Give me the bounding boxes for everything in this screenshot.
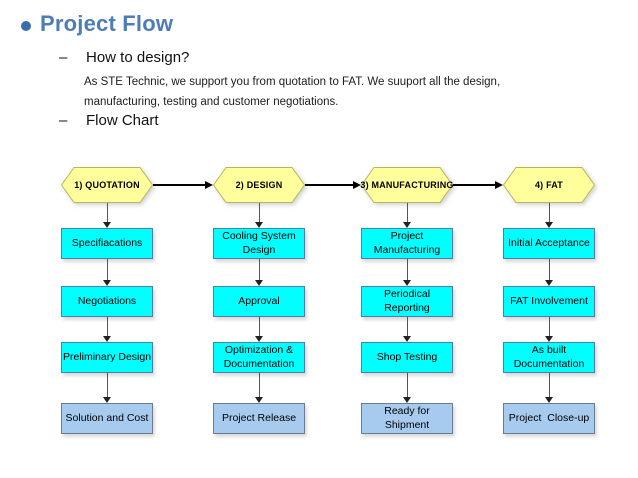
flow-final-box: Project Close-up (503, 403, 595, 434)
flow-connector-line (406, 373, 408, 398)
flow-connector-line (548, 259, 550, 281)
arrow-down-icon (255, 280, 263, 286)
arrow-down-icon (403, 336, 411, 342)
flow-stage-line (153, 184, 206, 186)
flow-connector-line (258, 203, 260, 223)
flow-final-box: Solution and Cost (61, 403, 153, 434)
flow-connector-line (258, 373, 260, 398)
flow-step-box: Approval (213, 286, 305, 317)
flow-step-box: Specifiacations (61, 228, 153, 259)
arrow-right-icon (495, 181, 503, 189)
title-bullet-icon (21, 21, 31, 31)
arrow-down-icon (545, 222, 553, 228)
flow-final-box: Project Release (213, 403, 305, 434)
flow-connector-line (406, 259, 408, 281)
flow-step-box: Initial Acceptance (503, 228, 595, 259)
flow-stage-label: 4) FAT (534, 180, 564, 190)
flow-stage-hex-1: 1) QUOTATION (61, 167, 153, 203)
arrow-down-icon (403, 397, 411, 403)
bullet-heading: How to design? (86, 49, 190, 66)
page-title: Project Flow (40, 11, 174, 36)
arrow-down-icon (255, 336, 263, 342)
flow-stage-line (453, 184, 496, 186)
flow-step-box: Negotiations (61, 286, 153, 317)
flow-connector-line (548, 317, 550, 337)
flow-connector-line (406, 317, 408, 337)
flow-step-box: Optimization & Documentation (213, 342, 305, 373)
flow-step-box: Periodical Reporting (361, 286, 453, 317)
arrow-down-icon (255, 397, 263, 403)
arrow-down-icon (103, 336, 111, 342)
flow-connector-line (548, 203, 550, 223)
arrow-down-icon (255, 222, 263, 228)
flow-connector-line (106, 203, 108, 223)
flow-stage-hex-3: 3) MANUFACTURING (360, 167, 454, 203)
arrow-down-icon (403, 222, 411, 228)
flow-step-box: FAT Involvement (503, 286, 595, 317)
flow-stage-label: 3) MANUFACTURING (360, 180, 454, 190)
flow-connector-line (106, 373, 108, 398)
flow-step-box: As built Documentation (503, 342, 595, 373)
flow-connector-line (548, 373, 550, 398)
arrow-down-icon (103, 280, 111, 286)
bullet-how-to-design: – How to design? (59, 49, 189, 66)
flow-step-box: Shop Testing (361, 342, 453, 373)
slide-title-row: Project Flow (21, 11, 173, 37)
arrow-down-icon (545, 397, 553, 403)
arrow-right-icon (205, 181, 213, 189)
bullet-flow-chart: – Flow Chart (59, 112, 159, 129)
arrow-down-icon (103, 397, 111, 403)
arrow-down-icon (545, 336, 553, 342)
arrow-down-icon (545, 280, 553, 286)
dash-marker: – (59, 112, 68, 129)
arrow-down-icon (103, 222, 111, 228)
flow-stage-label: 1) QUOTATION (74, 180, 140, 190)
flow-final-box: Ready for Shipment (361, 403, 453, 434)
flow-connector-line (258, 317, 260, 337)
flow-stage-label: 2) DESIGN (235, 180, 283, 190)
flow-connector-line (258, 259, 260, 281)
dash-marker: – (59, 49, 68, 66)
flow-stage-hex-2: 2) DESIGN (213, 167, 305, 203)
body-text: As STE Technic, we support you from quot… (84, 76, 501, 108)
flow-stage-line (305, 184, 354, 186)
arrow-right-icon (353, 181, 361, 189)
flow-connector-line (106, 317, 108, 337)
flow-step-box: Preliminary Design (61, 342, 153, 373)
flow-connector-line (106, 259, 108, 281)
flow-stage-hex-4: 4) FAT (503, 167, 595, 203)
bullet-heading: Flow Chart (86, 112, 159, 129)
flow-step-box: Project Manufacturing (361, 228, 453, 259)
flow-step-box: Cooling System Design (213, 228, 305, 259)
flow-connector-line (406, 203, 408, 223)
arrow-down-icon (403, 280, 411, 286)
